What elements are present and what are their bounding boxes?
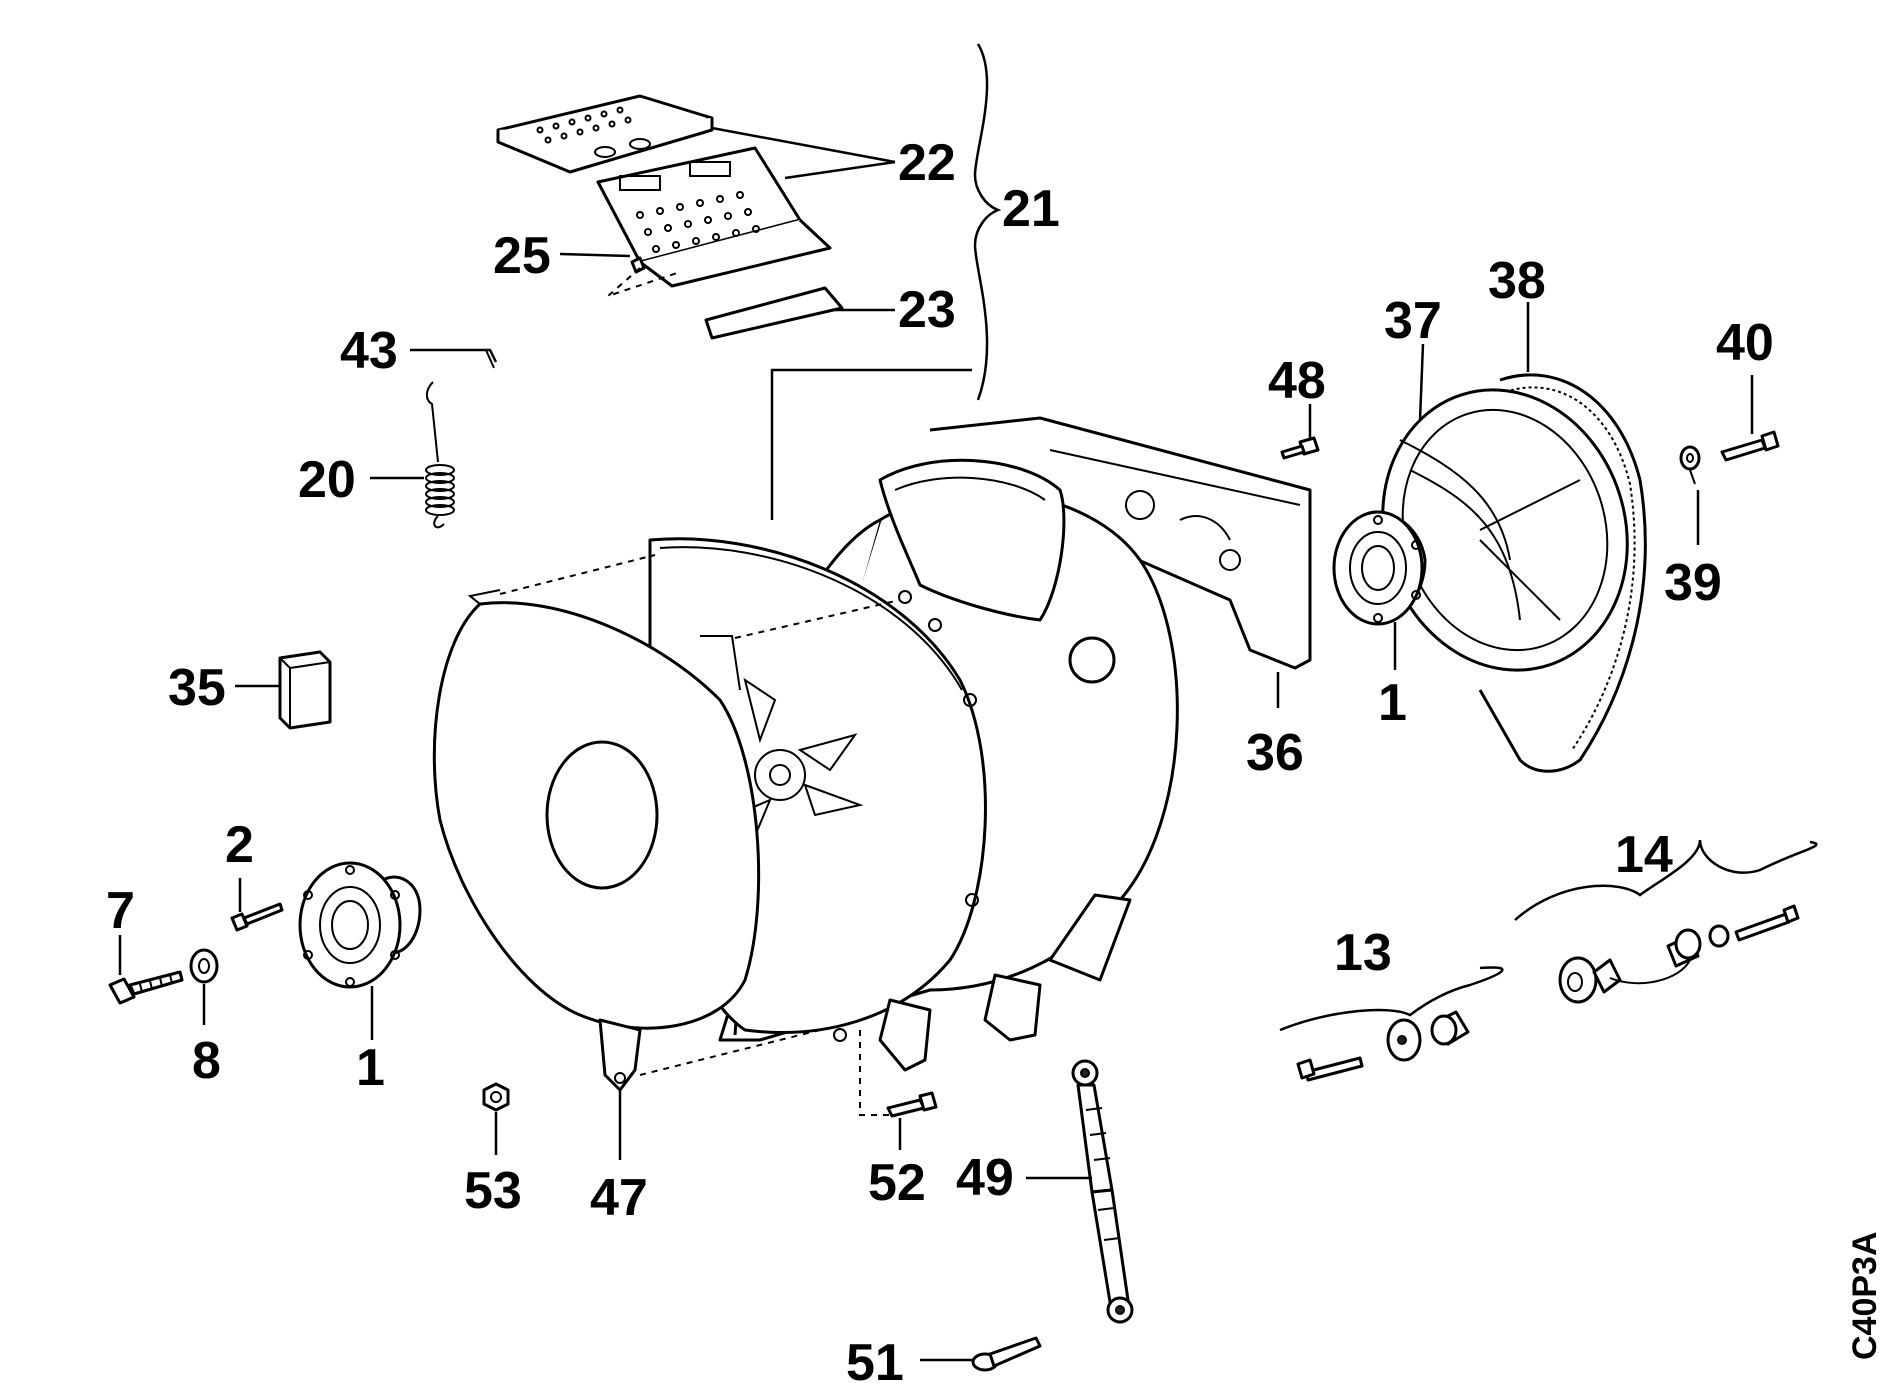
part-7-bolt [108,935,184,1005]
part-8-washer [189,948,219,1025]
part-53-nut [482,1082,510,1155]
part-23-seal-strip [704,286,844,340]
drawing-code: C40P3A [1846,1231,1884,1360]
label-43: 43 [340,322,398,380]
part-39-washer [1679,445,1701,545]
leader-25 [559,252,631,258]
part-51-pin [920,1336,1042,1372]
part-40-bolt [1720,375,1780,462]
part-43-hook [410,348,498,369]
label-39: 39 [1664,554,1722,612]
label-25: 25 [493,227,551,285]
label-13: 13 [1334,924,1392,982]
part-2-screw [230,878,284,932]
label-40: 40 [1716,314,1774,372]
label-2: 2 [225,816,254,874]
label-22: 22 [898,134,956,192]
part-22-lower-filter [596,146,832,288]
part-20-spring [370,381,455,529]
label-53: 53 [464,1162,522,1220]
label-8: 8 [192,1032,221,1090]
label-38: 38 [1488,252,1546,310]
label-47: 47 [590,1169,648,1227]
leader-22a [711,126,896,164]
part-35-block [235,650,332,730]
label-37: 37 [1384,292,1442,350]
brace-21 [973,43,1002,401]
label-52: 52 [868,1154,926,1212]
washing-machine-tub [432,416,1312,1116]
label-23: 23 [898,281,956,339]
label-49: 49 [956,1149,1014,1207]
label-51: 51 [846,1334,904,1392]
part-14-assembly [1514,839,1818,1004]
part-49-shock-absorber [1026,1059,1134,1324]
leader-22b [784,160,896,180]
part-48-screw [1280,404,1320,460]
label-14: 14 [1615,826,1673,884]
part-25-screw [607,256,681,297]
label-21: 21 [1002,180,1060,238]
label-48: 48 [1268,352,1326,410]
part-37-pulley [1381,343,1629,672]
label-35: 35 [168,659,226,717]
label-1-right: 1 [1378,674,1407,732]
label-7: 7 [106,882,135,940]
part-13-assembly [1279,966,1504,1082]
part-1-bearing-right [1332,510,1427,670]
part-22-upper-filter [496,94,714,174]
label-36: 36 [1246,724,1304,782]
label-20: 20 [298,451,356,509]
label-1-left: 1 [356,1039,385,1097]
part-52-bolt [886,1091,938,1150]
part-1-bearing-left [298,861,422,1040]
leader-21-to-tub [770,368,972,520]
